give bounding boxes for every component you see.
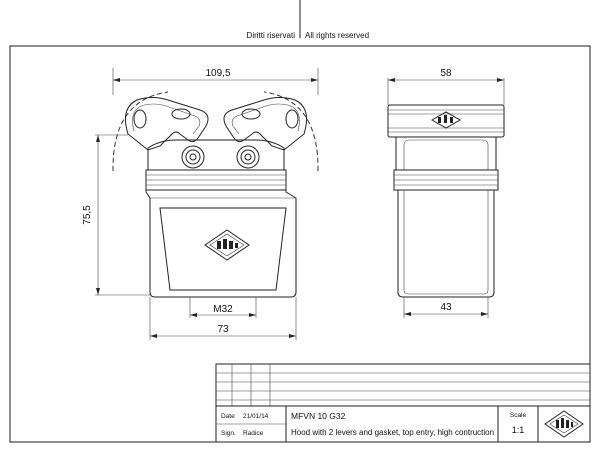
front-view: 109,5 75,5 — [82, 68, 319, 340]
product-code: MFVN 10 G32 — [291, 411, 346, 421]
ilme-logo-icon — [204, 229, 250, 261]
side-logo-icon — [430, 111, 462, 129]
lever-left — [125, 97, 209, 151]
side-view: 58 43 — [387, 68, 505, 318]
ilme-logo-icon — [544, 410, 584, 438]
rights-en: All rights reserved — [305, 31, 369, 40]
title-block: Date 21/01/14 Sign. Radice MFVN 10 G32 H… — [215, 363, 591, 443]
title-block-frame — [215, 363, 591, 443]
dim-width-front: 109,5 — [205, 68, 230, 79]
dim-base-front: 73 — [217, 324, 229, 335]
dim-height-front: 75,5 — [82, 205, 93, 225]
side-upper-body — [395, 136, 497, 171]
dim-base-side: 43 — [440, 302, 452, 313]
date-value: 21/01/14 — [243, 413, 269, 420]
sign-value: Radice — [243, 430, 264, 437]
bolt-left — [181, 145, 205, 169]
dim-width-side: 58 — [440, 68, 452, 79]
lever-arc-left — [112, 91, 169, 172]
hood-panel — [159, 207, 287, 291]
scale-value: 1:1 — [512, 425, 525, 435]
rights-it: Diritti riservati — [247, 31, 296, 40]
hood-lower-body — [145, 189, 297, 298]
sign-label: Sign. — [221, 430, 236, 437]
bolt-right — [236, 145, 260, 169]
date-label: Date — [221, 413, 235, 420]
product-description: Hood with 2 levers and gasket, top entry… — [291, 428, 494, 437]
scale-label: Scale — [510, 412, 527, 419]
side-lower-body — [397, 189, 495, 298]
lever-right — [223, 97, 307, 151]
lever-arc-right — [263, 91, 319, 172]
dim-thread: M32 — [213, 304, 233, 315]
hood-upper-body — [147, 139, 285, 171]
